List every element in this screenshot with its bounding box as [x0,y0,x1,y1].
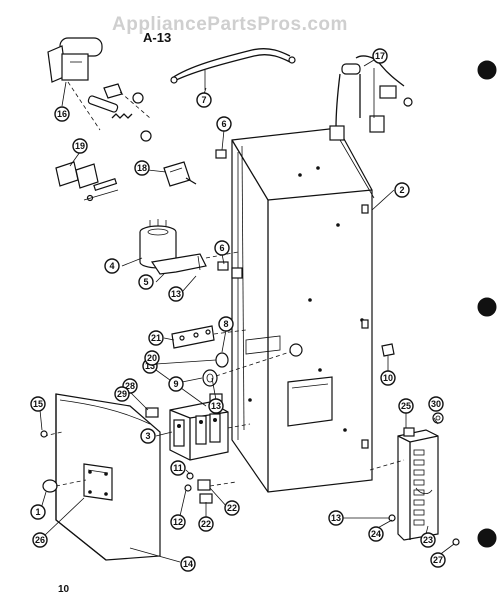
callout-3: 3 [140,428,156,444]
svg-text:20: 20 [147,353,157,363]
svg-text:5: 5 [143,277,148,287]
callout-5: 5 [138,274,154,290]
control-panel-box [231,127,375,493]
callout-22-upper: 22 [224,500,240,516]
svg-text:18: 18 [137,163,147,173]
svg-text:7: 7 [201,95,206,105]
terminal-strip [171,325,247,349]
thermostat-sensor [329,55,413,141]
svg-text:13: 13 [171,289,181,299]
svg-text:29: 29 [117,389,127,399]
callout-8: 8 [218,316,234,332]
callout-27: 27 [430,552,446,568]
callout-9: 9 [168,376,184,392]
svg-text:13: 13 [211,401,221,411]
svg-text:30: 30 [431,399,441,409]
front-cover-panel [43,393,161,561]
mounting-clip-lower [217,261,229,271]
svg-text:8: 8 [223,319,228,329]
mounting-screw [40,430,48,438]
callout-6-upper: 6 [216,116,232,132]
svg-text:14: 14 [183,559,193,569]
ground-lug [145,407,159,418]
callout-25: 25 [398,398,414,414]
svg-text:22: 22 [201,519,211,529]
callout-21: 21 [148,330,164,346]
contactor [169,401,251,461]
callout-12: 12 [170,514,186,530]
callout-22-lower: 22 [198,516,214,532]
svg-text:10: 10 [383,373,393,383]
svg-text:13: 13 [331,513,341,523]
callout-18: 18 [134,160,150,176]
svg-text:16: 16 [57,109,67,119]
leader-lines [39,59,455,563]
svg-text:3: 3 [145,431,150,441]
run-capacitor [139,219,239,275]
svg-text:4: 4 [109,261,114,271]
wire-bushing [381,343,395,357]
panel-bracket [231,267,243,279]
callout-2: 2 [394,182,410,198]
svg-text:1: 1 [35,507,40,517]
plug-connector [163,161,197,187]
svg-text:22: 22 [227,503,237,513]
callout-10: 10 [380,370,396,386]
callout-30: 30 [428,396,444,412]
svg-text:11: 11 [173,463,183,473]
svg-text:15: 15 [33,399,43,409]
callout-7: 7 [196,92,212,108]
page-number: 10 [58,584,70,595]
punch-hole-middle [477,297,497,317]
svg-text:2: 2 [399,185,404,195]
fan-motor-assembly [47,37,152,142]
svg-text:9: 9 [173,379,178,389]
callout-1: 1 [30,504,46,520]
wire-harness [170,48,296,90]
callout-markers: 1 2 3 4 5 6 6 7 8 9 10 11 12 13 13 13 13… [30,48,446,572]
svg-text:19: 19 [75,141,85,151]
callout-23: 23 [420,532,436,548]
callout-13-bottom: 13 [328,510,344,526]
section-label: A-13 [143,30,171,45]
callout-14: 14 [180,556,196,572]
callout-29: 29 [114,386,130,402]
svg-text:27: 27 [433,555,443,565]
svg-text:28: 28 [125,381,135,391]
callout-17: 17 [372,48,388,64]
callout-13-relay: 13 [208,398,224,414]
svg-text:17: 17 [375,51,385,61]
callout-20: 20 [144,350,160,366]
mounting-clip-upper [215,149,227,159]
svg-text:24: 24 [371,529,381,539]
terminal-board [369,412,460,546]
callout-6-lower: 6 [214,240,230,256]
svg-text:6: 6 [221,119,226,129]
svg-text:12: 12 [173,517,183,527]
callout-19: 19 [72,138,88,154]
svg-text:25: 25 [401,401,411,411]
watermark: AppliancePartsPros.com [112,14,348,35]
svg-text:13: 13 [145,361,155,371]
svg-text:6: 6 [219,243,224,253]
svg-text:21: 21 [151,333,161,343]
svg-text:23: 23 [423,535,433,545]
callout-11: 11 [170,460,186,476]
svg-text:26: 26 [35,535,45,545]
callout-16: 16 [54,106,70,122]
punch-hole-bottom [477,528,497,548]
callout-15: 15 [30,396,46,412]
callout-4: 4 [104,258,120,274]
punch-hole-top [477,60,497,80]
callout-24: 24 [368,526,384,542]
control-knob [42,479,58,493]
callout-26: 26 [32,532,48,548]
callout-13-capacitor: 13 [168,286,184,302]
terminal-connectors [55,161,119,202]
